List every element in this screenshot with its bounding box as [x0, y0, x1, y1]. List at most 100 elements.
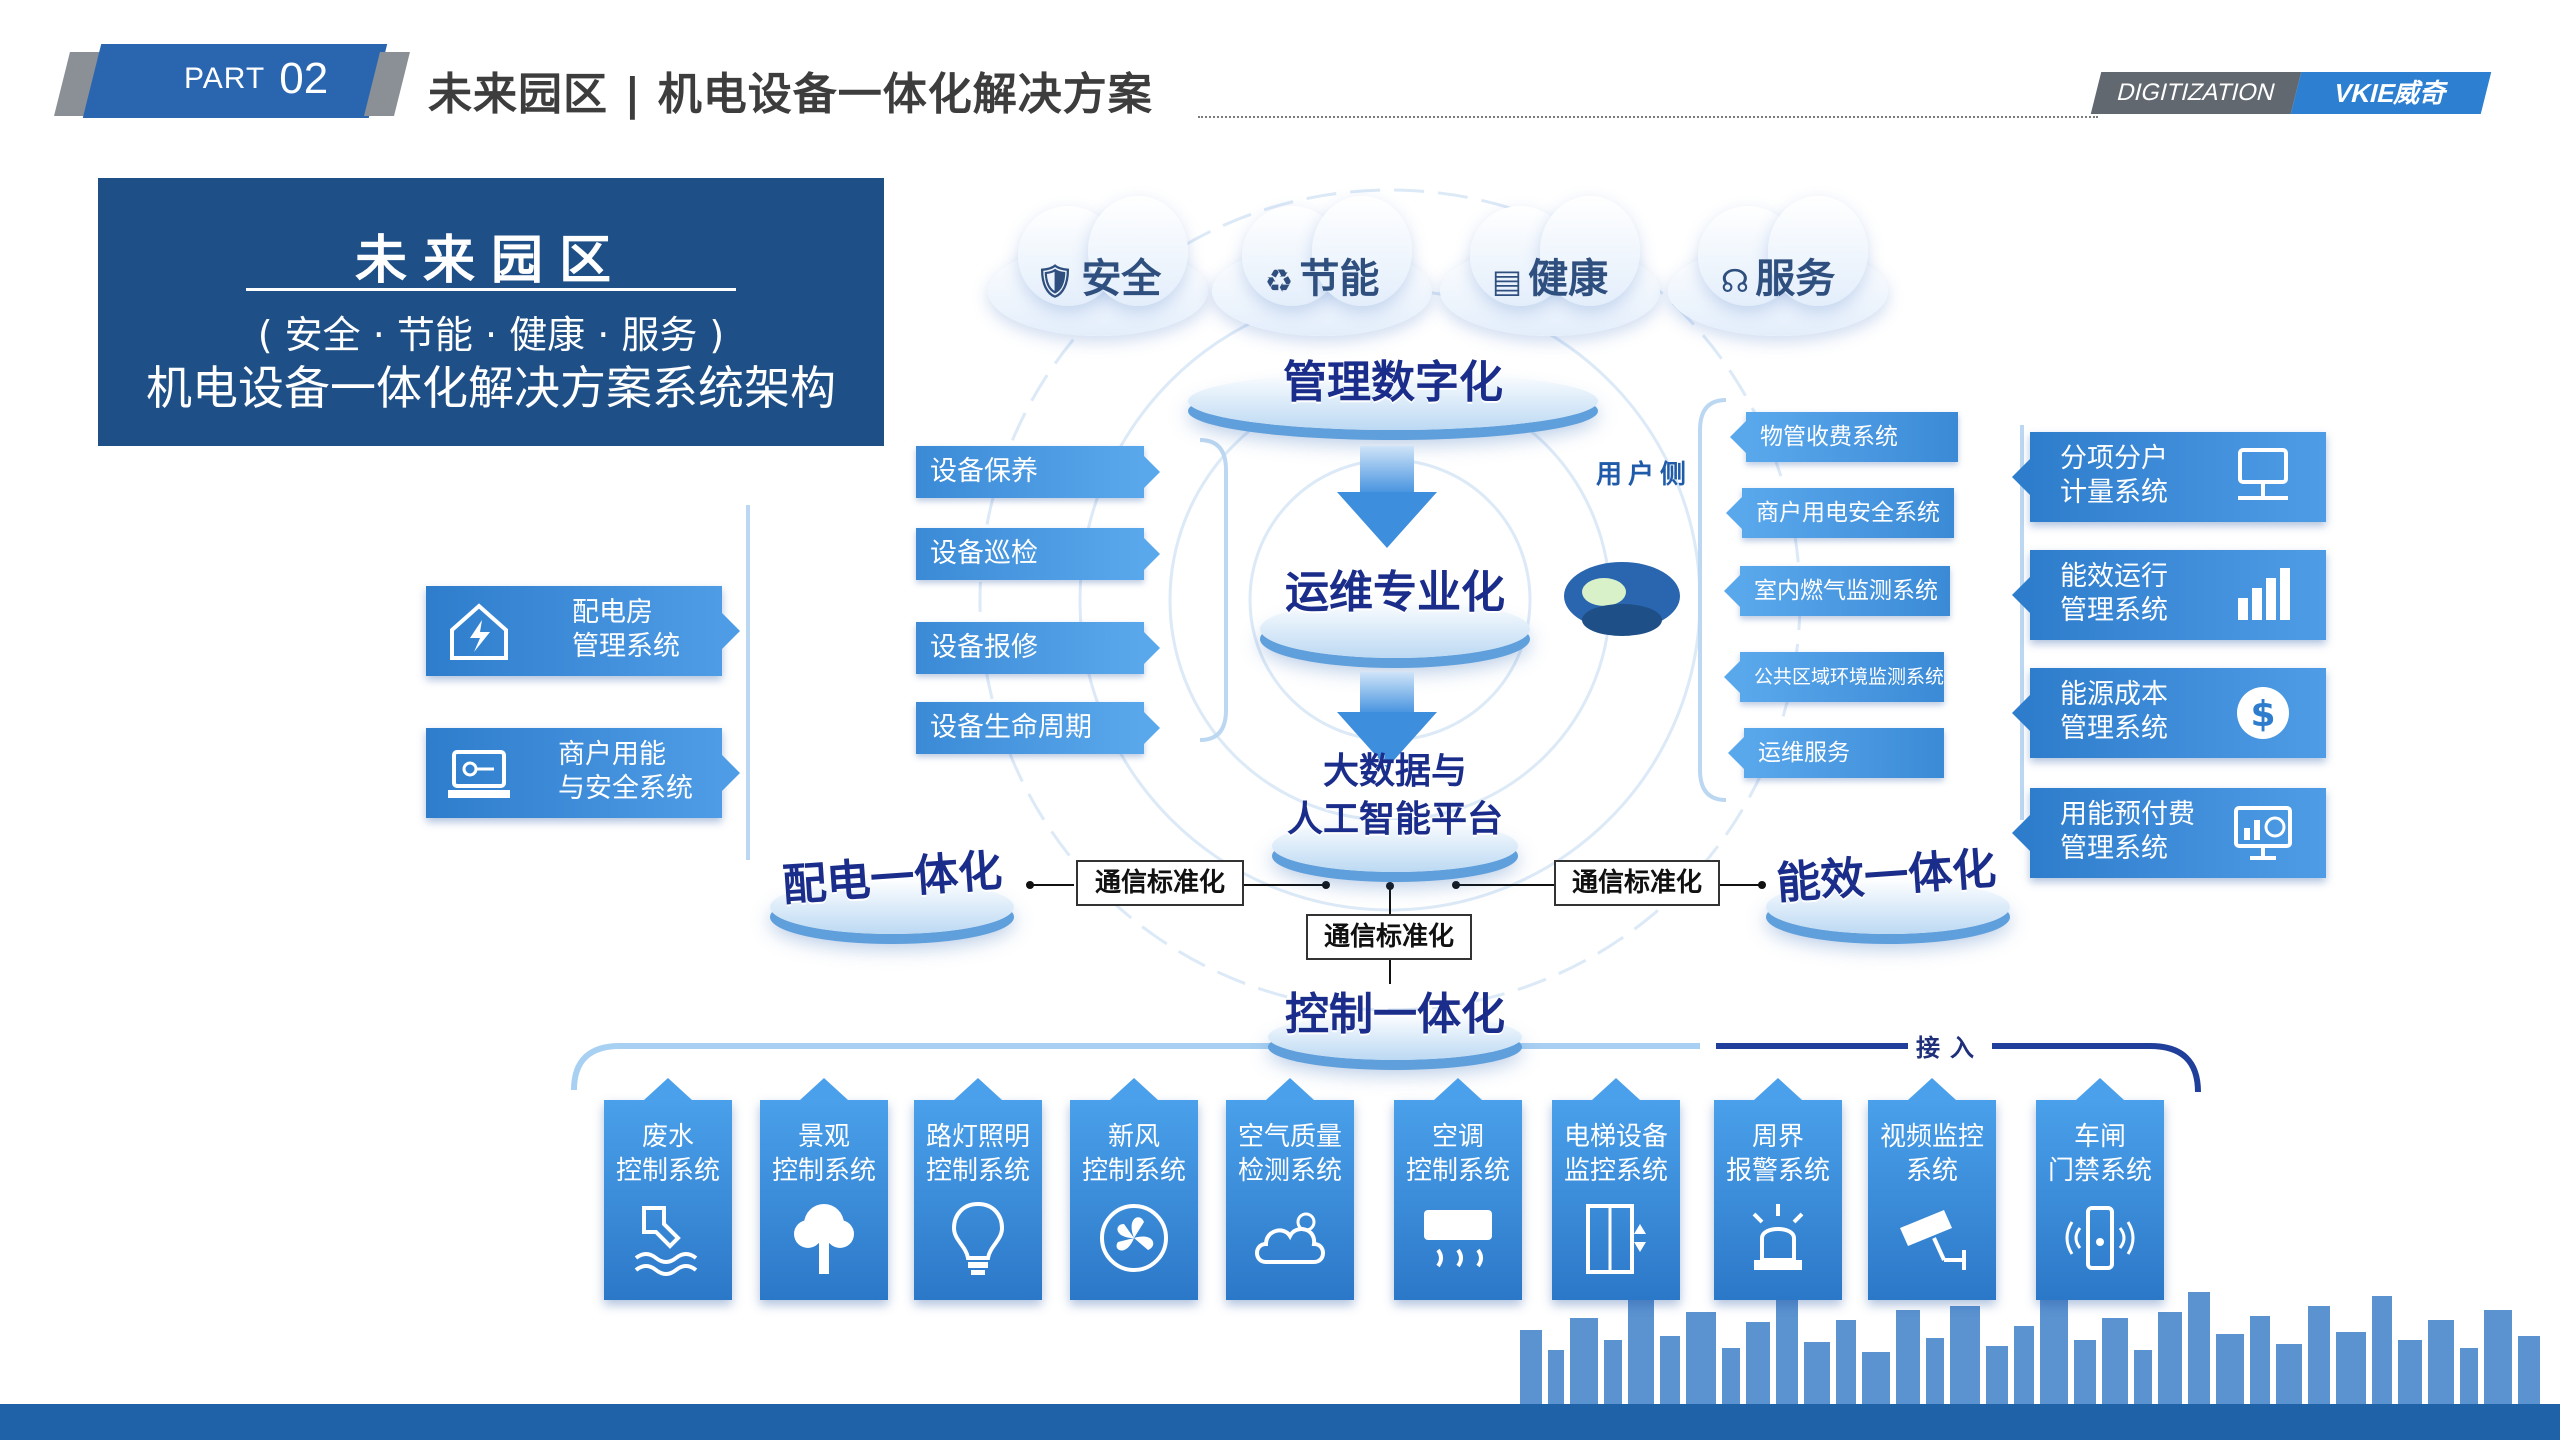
tag-property-billing: 物管收费系统	[1730, 412, 1958, 462]
card-gate-access: 车闸门禁系统	[2036, 1078, 2164, 1300]
bigdata-label: 大数据与 人工智能平台	[1220, 748, 1570, 844]
bigdata-label-line1: 大数据与	[1322, 751, 1467, 792]
tag-maintenance: 设备保养	[916, 446, 1160, 498]
shield-icon: 🛡	[1034, 262, 1076, 300]
box-efficiency-operation: 能效运行 管理系统	[2012, 550, 2326, 640]
power-platform	[770, 880, 1014, 934]
box-line2: 管理系统	[2060, 713, 2168, 744]
tag-repair: 设备报修	[916, 622, 1160, 674]
control-platform	[1268, 1014, 1522, 1060]
box-line2: 管理系统	[572, 631, 680, 662]
headset-icon: ☊	[1720, 262, 1750, 300]
box-line2: 管理系统	[2060, 595, 2168, 626]
title-box-sub: ( 安全 · 节能 · 健康 · 服务 )	[257, 313, 725, 357]
box-line1: 用能预付费	[2060, 799, 2195, 830]
box-line2: 管理系统	[2060, 833, 2168, 864]
card-wastewater: 废水控制系统	[604, 1078, 732, 1300]
cloud-label: 健康	[1528, 256, 1609, 302]
box-line1: 商户用能	[558, 739, 666, 770]
bigdata-platform	[1272, 820, 1518, 872]
card-line1: 空气质量	[1237, 1122, 1342, 1152]
card-line1: 景观	[797, 1122, 850, 1152]
title-box: 未来园区 ( 安全 · 节能 · 健康 · 服务 ) 机电设备一体化解决方案系统…	[98, 178, 884, 446]
card-fresh-air: 新风控制系统	[1070, 1078, 1198, 1300]
elevator-icon	[1586, 1204, 1646, 1274]
card-line2: 控制系统	[925, 1156, 1030, 1186]
card-line1: 周界	[1751, 1122, 1804, 1152]
tag-lifecycle: 设备生命周期	[916, 702, 1160, 754]
tree-icon	[794, 1204, 854, 1274]
box-prepaid: 用能预付费 管理系统	[2012, 788, 2326, 878]
card-line2: 控制系统	[771, 1156, 876, 1186]
arrow-down-1	[1337, 492, 1437, 548]
operation-label: 运维专业化	[1285, 567, 1505, 618]
box-line1: 能效运行	[2060, 561, 2168, 592]
card-line1: 电梯设备	[1563, 1122, 1668, 1152]
card-line1: 视频监控	[1879, 1122, 1984, 1152]
card-line2: 系统	[1905, 1156, 1958, 1186]
part-number: 02	[279, 54, 329, 103]
box-power-room: 配电房 管理系统	[426, 586, 740, 676]
card-line1: 新风	[1107, 1122, 1160, 1152]
alarm-icon	[1752, 1204, 1804, 1270]
box-energy-cost: 能源成本 管理系统 $	[2012, 668, 2326, 758]
title-box-main: 未来园区	[354, 231, 627, 291]
arrow-stem-2	[1360, 672, 1414, 716]
card-line2: 控制系统	[615, 1156, 720, 1186]
tag-tenant-power-safety: 商户用电安全系统	[1726, 488, 1954, 538]
card-air-conditioner: 空调控制系统	[1394, 1078, 1522, 1300]
part-label: PART	[184, 62, 266, 95]
cloud-label: 服务	[1755, 256, 1836, 302]
page-title: 未来园区 | 机电设备一体化解决方案	[428, 69, 1153, 120]
card-air-quality: 空气质量检测系统	[1226, 1078, 1354, 1300]
box-tenant-energy: 商户用能 与安全系统	[426, 728, 740, 818]
access-icon	[2065, 1206, 2135, 1270]
cloud-label: 节能	[1299, 256, 1380, 302]
digitization-badge: DIGITIZATION	[2090, 72, 2302, 114]
card-line1: 空调	[1431, 1122, 1484, 1152]
operation-platform	[1260, 600, 1530, 658]
comm-standard-left: 通信标准化	[1076, 860, 1244, 906]
card-line1: 车闸	[2073, 1122, 2126, 1152]
comm-standard-center: 通信标准化	[1306, 914, 1472, 960]
cloud-label: 安全	[1081, 256, 1162, 302]
svg-text:$: $	[2250, 694, 2275, 735]
report-icon: ▤	[1491, 262, 1523, 300]
box-line1: 分项分户	[2060, 443, 2168, 474]
card-video-surveillance: 视频监控系统	[1868, 1078, 1996, 1300]
comm-standard-right: 通信标准化	[1554, 860, 1720, 906]
wastewater-icon	[634, 1206, 698, 1276]
user-side-label: 用户侧	[1596, 460, 1693, 490]
cloud-energy-saving: ♻节能	[1212, 186, 1432, 336]
air-quality-icon	[1255, 1212, 1325, 1264]
card-line2: 报警系统	[1725, 1156, 1830, 1186]
card-line2: 控制系统	[1081, 1156, 1186, 1186]
access-label: 接入	[1908, 1028, 1992, 1063]
arrow-down-2	[1337, 712, 1437, 768]
energy-platform	[1766, 880, 2010, 934]
bigdata-label-line2: 人工智能平台	[1286, 799, 1503, 840]
title-box-desc: 机电设备一体化解决方案系统架构	[146, 361, 836, 415]
fan-icon	[1100, 1204, 1168, 1272]
box-line1: 配电房	[572, 597, 653, 628]
box-line1: 能源成本	[2060, 679, 2168, 710]
footer-bar	[0, 1404, 2560, 1440]
power-house-icon	[450, 603, 508, 660]
monitor-network-icon	[2238, 448, 2288, 500]
card-line2: 检测系统	[1237, 1156, 1342, 1186]
leaf-icon: ♻	[1264, 262, 1294, 300]
cloud-safety: 🛡安全	[988, 186, 1208, 336]
air-conditioner-icon	[1424, 1210, 1492, 1268]
part-indicator: PART 02	[184, 54, 328, 104]
card-line2: 监控系统	[1563, 1156, 1668, 1186]
box-metering: 分项分户 计量系统	[2012, 432, 2326, 522]
bulb-icon	[951, 1201, 1005, 1275]
bar-chart-icon	[2238, 568, 2290, 620]
card-line1: 路灯照明	[925, 1122, 1030, 1152]
card-line2: 门禁系统	[2047, 1156, 2152, 1186]
card-street-light: 路灯照明控制系统	[914, 1078, 1042, 1300]
tag-om-service: 运维服务	[1728, 728, 1944, 778]
title-box-underline	[246, 288, 736, 291]
management-label: 管理数字化	[1283, 357, 1503, 408]
